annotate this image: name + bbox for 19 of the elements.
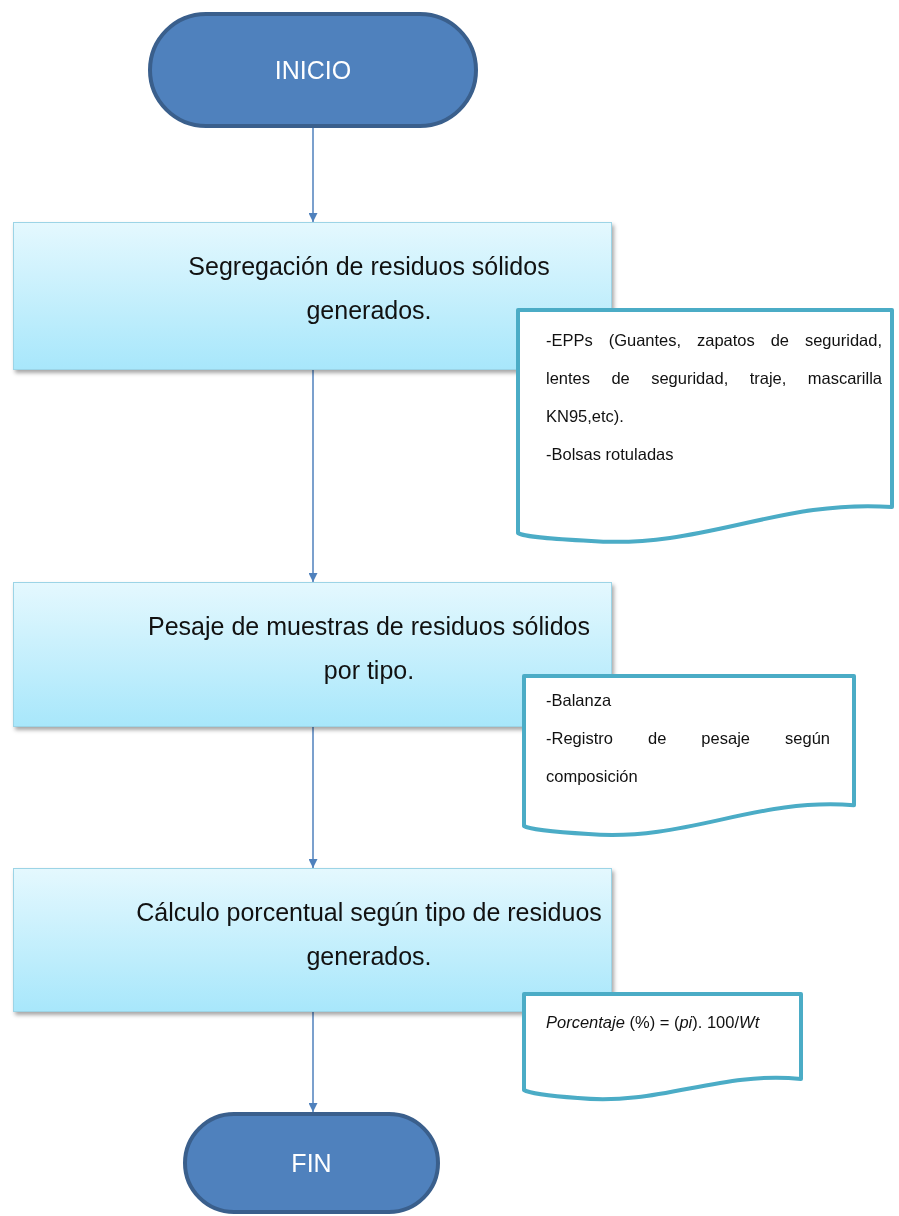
terminal-label: INICIO [274,55,352,85]
note-text: -Balanza [546,690,613,711]
document-shape [522,674,858,838]
note-text: Porcentaje (%) = (pi). 100/Wt [546,1012,761,1033]
process-text: Segregación de residuos sólidos generados. [187,251,551,326]
arrow [308,369,318,583]
arrow [308,726,318,869]
process-box [13,868,612,1012]
arrow [308,1011,318,1113]
process-text: Cálculo porcentual según tipo de residuos generados. [135,897,603,972]
document-shape [516,308,896,545]
process-box [13,582,612,727]
note-text: -Registro de pesaje según composición [546,727,830,787]
process-text: Pesaje de muestras de residuos sólidos por tipo. [147,611,591,686]
document-shape [522,992,805,1102]
note-text: -Bolsas rotuladas [546,443,675,465]
note-text: -EPPs (Guantes, zapatos de seguridad, lentes de seguridad, traje, mascarilla KN95,etc). [546,330,882,427]
terminal-label: FIN [291,1148,332,1178]
arrow [308,125,318,223]
